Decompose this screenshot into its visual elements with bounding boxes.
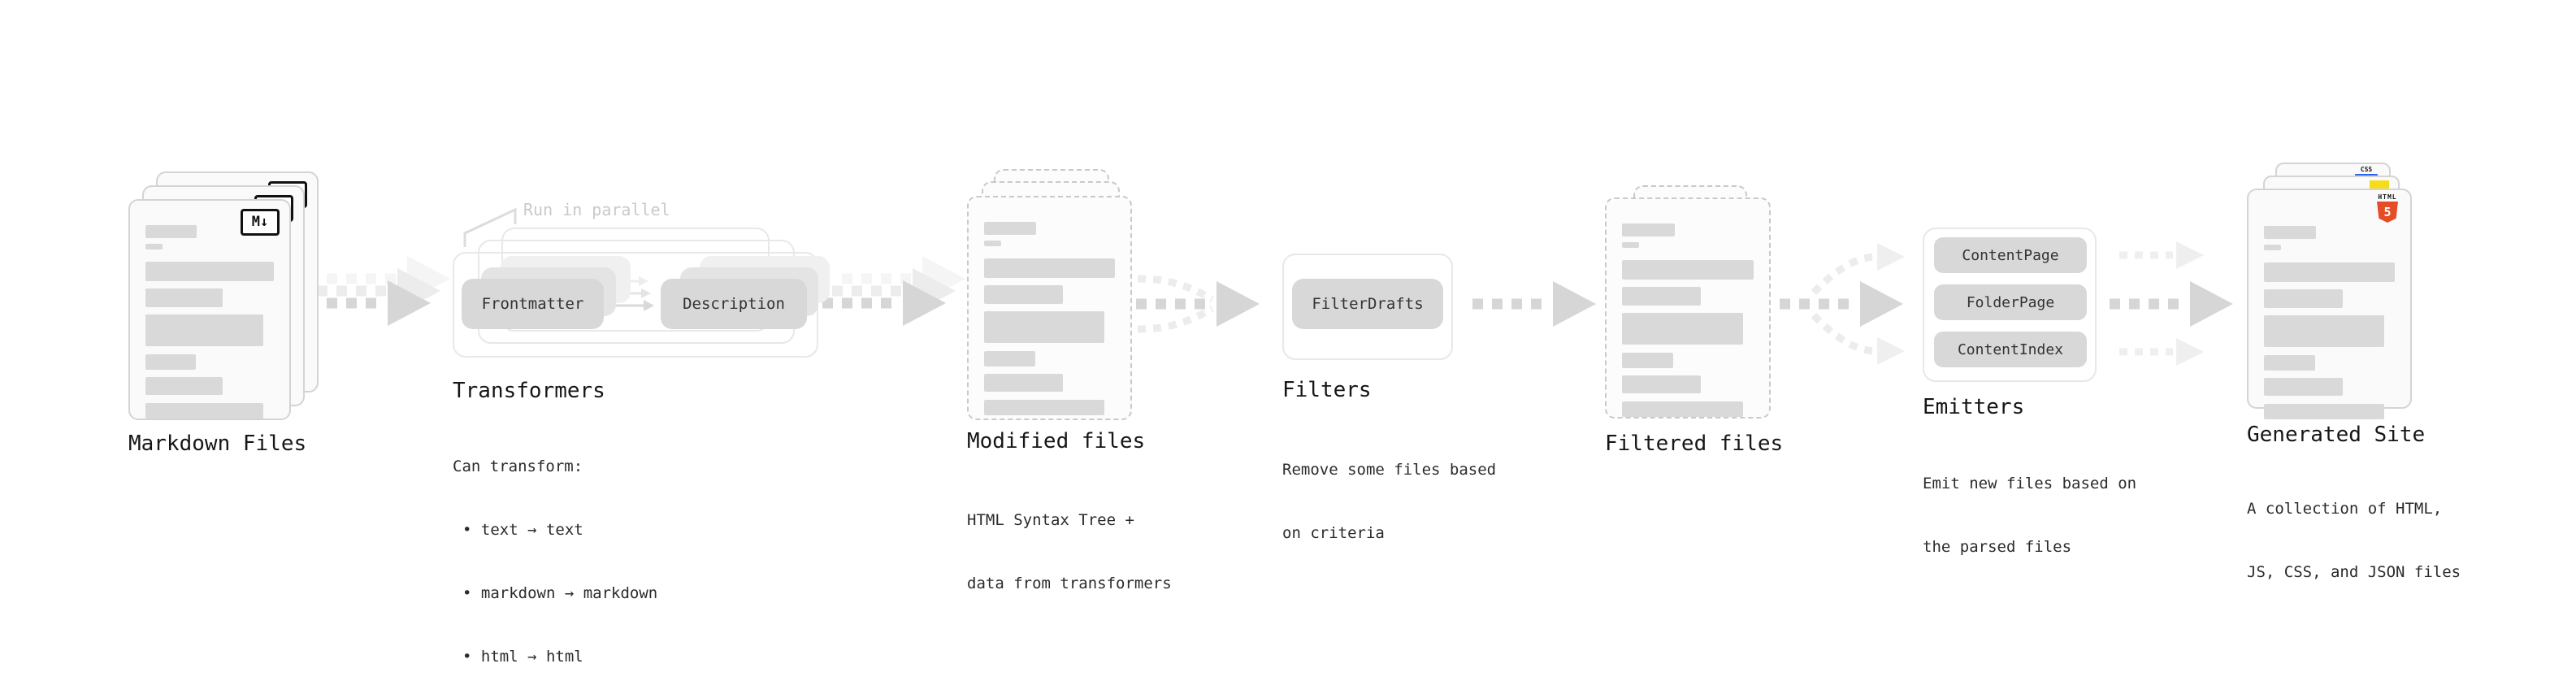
- skeleton-bar: [1622, 375, 1702, 393]
- skeleton-bar: [1622, 287, 1702, 306]
- desc-line: • html → html: [462, 648, 583, 666]
- pill-frontmatter: Frontmatter: [462, 279, 604, 329]
- modified-files-description: HTML Syntax Tree + data from transformer…: [967, 467, 1172, 636]
- pill-filterdrafts: FilterDrafts: [1292, 279, 1443, 329]
- arrow-filtered-to-emitters: [1780, 243, 1905, 365]
- pill-contentindex: ContentIndex: [1934, 332, 2087, 367]
- arrow-modified-to-filters: [1136, 275, 1260, 333]
- arrow-markdown-to-transformers: [307, 256, 450, 326]
- html5-icon-number: 5: [2383, 205, 2392, 219]
- arrow-filters-to-filtered: [1472, 281, 1596, 327]
- filters-description: Remove some files based on criteria: [1282, 417, 1496, 586]
- skeleton-bar: [984, 400, 1105, 415]
- desc-line: JS, CSS, and JSON files: [2247, 563, 2461, 581]
- skeleton-bar: [145, 262, 274, 281]
- filters-title: Filters: [1282, 378, 1372, 402]
- skeleton-bar: [1622, 401, 1744, 417]
- markdown-icon: M↓: [241, 209, 280, 236]
- desc-line: on criteria: [1282, 524, 1385, 542]
- skeleton-bar: [2264, 355, 2315, 371]
- skeleton-bar: [145, 288, 223, 307]
- desc-line: data from transformers: [967, 575, 1172, 592]
- skeleton-bar: [145, 225, 197, 238]
- css-icon-label: CSS: [2360, 166, 2373, 173]
- modified-files-title: Modified files: [967, 429, 1146, 453]
- desc-line: Can transform:: [453, 458, 583, 475]
- filtered-doc-front: [1605, 197, 1771, 419]
- pill-folderpage: FolderPage: [1934, 284, 2087, 320]
- skeleton-bar: [1622, 313, 1744, 345]
- html5-icon: HTML 5: [2371, 193, 2404, 223]
- doc-skeleton-bars: [2264, 226, 2395, 419]
- skeleton-bar: [984, 222, 1037, 235]
- skeleton-bar: [2264, 262, 2395, 282]
- skeleton-bar: [145, 354, 196, 370]
- desc-line: • text → text: [462, 521, 583, 539]
- generated-doc-html: HTML 5: [2247, 189, 2412, 419]
- html5-icon-word: HTML: [2378, 193, 2397, 201]
- desc-line: Emit new files based on: [1923, 475, 2137, 492]
- desc-line: the parsed files: [1923, 538, 2072, 556]
- desc-line: HTML Syntax Tree +: [967, 511, 1134, 529]
- arrow-emitters-to-generated: [2110, 241, 2233, 366]
- skeleton-bar: [1622, 223, 1675, 236]
- skeleton-bar: [2264, 404, 2385, 419]
- markdown-files-title: Markdown Files: [128, 432, 307, 456]
- filtered-files-title: Filtered files: [1605, 432, 1784, 456]
- desc-line: Remove some files based: [1282, 461, 1497, 479]
- pill-contentpage: ContentPage: [1934, 237, 2087, 273]
- generated-site-title: Generated Site: [2247, 423, 2426, 447]
- desc-line: A collection of HTML,: [2247, 500, 2443, 518]
- skeleton-bar: [145, 403, 264, 419]
- skeleton-bar: [145, 377, 223, 395]
- transformers-description: Can transform: • text → text • markdown …: [453, 414, 657, 681]
- skeleton-bar: [145, 244, 163, 249]
- markdown-doc-front: M↓: [128, 199, 291, 420]
- skeleton-bar: [2264, 289, 2343, 308]
- skeleton-bar: [984, 241, 1001, 246]
- skeleton-bar: [984, 258, 1115, 278]
- skeleton-bar: [1622, 260, 1754, 280]
- js-icon: [2370, 180, 2389, 191]
- skeleton-bar: [1622, 242, 1640, 248]
- skeleton-bar: [984, 374, 1063, 392]
- desc-line: • markdown → markdown: [462, 584, 658, 602]
- pill-description: Description: [661, 279, 807, 329]
- skeleton-bar: [2264, 226, 2317, 239]
- skeleton-bar: [2264, 315, 2385, 347]
- skeleton-bar: [2264, 378, 2343, 396]
- skeleton-bar: [1622, 353, 1674, 368]
- run-in-parallel-label: Run in parallel: [523, 200, 670, 219]
- emitters-description: Emit new files based on the parsed files: [1923, 431, 2136, 600]
- modified-doc-front: [967, 196, 1132, 420]
- doc-skeleton-bars: [984, 222, 1115, 415]
- transformers-title: Transformers: [453, 379, 605, 403]
- skeleton-bar: [984, 311, 1105, 343]
- doc-skeleton-bars: [145, 225, 274, 419]
- skeleton-bar: [145, 314, 264, 346]
- skeleton-bar: [984, 285, 1063, 304]
- generated-site-description: A collection of HTML, JS, CSS, and JSON …: [2247, 456, 2461, 625]
- skeleton-bar: [2264, 245, 2281, 250]
- emitters-title: Emitters: [1923, 395, 2025, 419]
- html5-icon-shield: 5: [2377, 202, 2398, 223]
- skeleton-bar: [984, 351, 1035, 367]
- doc-skeleton-bars: [1622, 223, 1754, 417]
- arrow-transformers-to-modified: [822, 256, 965, 326]
